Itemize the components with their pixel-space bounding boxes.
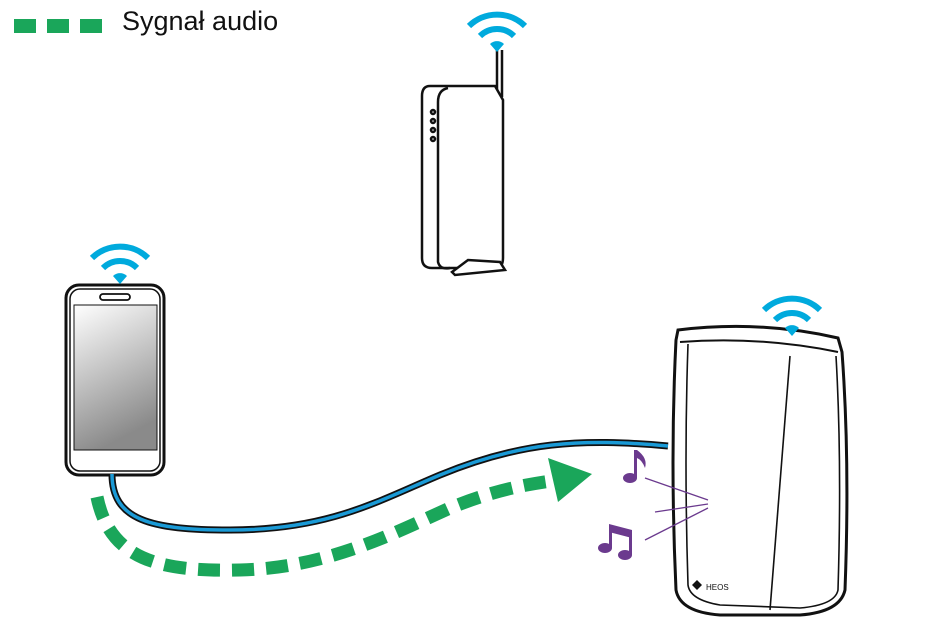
- speaker-brand-logo: HEOS: [706, 583, 729, 592]
- smartphone-icon: [64, 283, 166, 477]
- audio-signal-arrow: [90, 473, 559, 577]
- music-note-icon: [623, 450, 646, 483]
- legend: Sygnał audio: [12, 6, 278, 37]
- arrow-head-icon: [548, 458, 592, 502]
- router-icon: [420, 50, 508, 277]
- legend-label: Sygnał audio: [122, 6, 279, 36]
- phone-wifi-icon: [92, 247, 148, 284]
- audio-cable: [108, 439, 669, 534]
- router-wifi-icon: [469, 15, 525, 52]
- music-note-icon: [598, 524, 632, 560]
- sound-lines: [644, 477, 709, 541]
- legend-dash-icon: [14, 19, 102, 33]
- speaker-icon: [671, 324, 849, 617]
